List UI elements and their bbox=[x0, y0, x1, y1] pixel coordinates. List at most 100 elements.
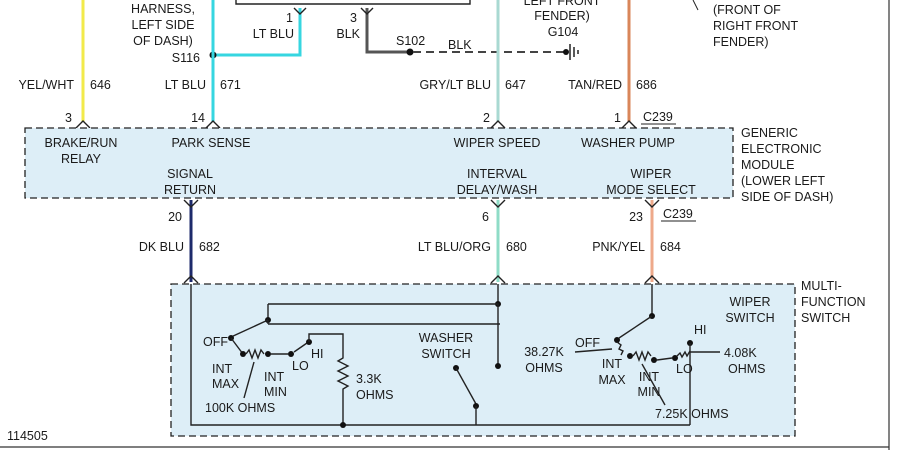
pnk-yel-color-label: PNK/YEL bbox=[592, 240, 645, 254]
blk-color-label: BLK bbox=[336, 27, 360, 41]
left-int-max-line-1: INT bbox=[212, 362, 233, 376]
splice-s102-label: S102 bbox=[396, 34, 425, 48]
lt-blu-wire-top bbox=[213, 8, 302, 57]
left-3-3k-line-1: 3.3K bbox=[356, 372, 382, 386]
lt-blu-color-label: LT BLU bbox=[253, 27, 294, 41]
left-int-max-contact bbox=[240, 351, 246, 357]
switch-title-line-2: FUNCTION bbox=[801, 295, 866, 309]
right-off-label: OFF bbox=[575, 336, 600, 350]
left-lo-label: LO bbox=[292, 359, 309, 373]
right-38k-line-2: OHMS bbox=[525, 361, 563, 375]
left-100k-label: 100K OHMS bbox=[205, 401, 275, 415]
dk-blu-switch-arrow bbox=[183, 275, 199, 284]
brake-run-line-2: RELAY bbox=[61, 152, 102, 166]
right-lo-contact bbox=[672, 355, 678, 361]
upper-component-box bbox=[235, 0, 471, 5]
right-7k-pointer bbox=[641, 363, 666, 406]
lt-blu-671-color-label: LT BLU bbox=[165, 78, 206, 92]
module-title-line-2: ELECTRONIC bbox=[741, 142, 822, 156]
wiper-switch-line-1: WIPER bbox=[730, 295, 771, 309]
lower-wires: 20 DK BLU 682 6 LT BLU/ORG 680 23 PNK/YE… bbox=[139, 199, 696, 284]
tan-red-color-label: TAN/RED bbox=[568, 78, 622, 92]
splice-s116-label: S116 bbox=[172, 51, 200, 65]
left-int-max-line-2: MAX bbox=[212, 377, 240, 391]
pnk-yel-circuit-label: 684 bbox=[660, 240, 681, 254]
right-38k-line-1: 38.27K bbox=[524, 345, 564, 359]
left-int-min-line-2: MIN bbox=[264, 385, 287, 399]
switch-title-line-1: MULTI- bbox=[801, 279, 842, 293]
upper-wires: YEL/WHT 646 3 LT BLU 671 14 GRY/LT BLU 6… bbox=[18, 0, 676, 129]
module-title-line-1: GENERIC bbox=[741, 126, 798, 140]
right-off-contact bbox=[614, 337, 620, 343]
tan-red-circuit-label: 686 bbox=[636, 78, 657, 92]
right-7k-label: 7.25K OHMS bbox=[655, 407, 729, 421]
ground-id-label: G104 bbox=[548, 25, 579, 39]
harness-note-line-3: OF DASH) bbox=[133, 34, 193, 48]
harness-note-line-2: LEFT SIDE bbox=[132, 18, 195, 32]
lt-blu-org-circuit-label: 680 bbox=[506, 240, 527, 254]
splice-s102-dot bbox=[406, 48, 414, 56]
right-4k-line-1: 4.08K bbox=[724, 346, 757, 360]
left-off-link bbox=[230, 337, 244, 355]
right-4k-line-2: OHMS bbox=[728, 362, 766, 376]
interval-top-bus bbox=[268, 303, 499, 366]
gry-lt-blu-pin-label: 2 bbox=[483, 111, 490, 125]
signal-return-line-1: SIGNAL bbox=[167, 167, 213, 181]
multi-function-switch: MULTI- FUNCTION SWITCH OFF INT MAX INT M… bbox=[170, 279, 866, 437]
left-int-min-contact bbox=[265, 351, 271, 357]
washer-switch-line-1: WASHER bbox=[419, 331, 473, 345]
yel-wht-color-label: YEL/WHT bbox=[18, 78, 74, 92]
left-100k-resistor bbox=[245, 348, 265, 360]
connector-c239-top: C239 bbox=[643, 110, 673, 124]
yel-wht-circuit-label: 646 bbox=[90, 78, 111, 92]
gry-lt-blu-color-label: GRY/LT BLU bbox=[419, 78, 491, 92]
right-hi-label: HI bbox=[694, 323, 707, 337]
pnk-yel-switch-arrow bbox=[644, 275, 660, 284]
left-int-min-line-1: INT bbox=[264, 370, 285, 384]
pin-1-arrow bbox=[293, 7, 307, 15]
left-lo-contact bbox=[288, 351, 294, 357]
pin-14-connector-arrow bbox=[205, 120, 221, 129]
right-4k-resistor bbox=[676, 350, 691, 359]
lt-blu-pin-label: 1 bbox=[286, 11, 293, 25]
switch-title-line-3: SWITCH bbox=[801, 311, 850, 325]
pin-6-arrow bbox=[490, 199, 506, 208]
left-bus-junction bbox=[340, 422, 346, 428]
gry-lt-blu-circuit-label: 647 bbox=[505, 78, 526, 92]
generic-electronic-module: BRAKE/RUN RELAY PARK SENSE WIPER SPEED W… bbox=[24, 126, 833, 204]
tan-red-pin-label: 1 bbox=[614, 111, 621, 125]
lt-blu-org-color-label: LT BLU/ORG bbox=[418, 240, 491, 254]
wiper-mode-line-2: MODE SELECT bbox=[606, 183, 696, 197]
wiper-switch-line-2: SWITCH bbox=[725, 311, 774, 325]
left-hi-link bbox=[293, 342, 308, 353]
park-sense-label: PARK SENSE bbox=[172, 136, 251, 150]
left-off-label: OFF bbox=[203, 335, 228, 349]
right-int-max-line-2: MAX bbox=[598, 373, 626, 387]
pin-1-connector-arrow bbox=[621, 120, 637, 129]
pin-23-arrow bbox=[644, 199, 660, 208]
right-38k-resistor bbox=[616, 341, 624, 356]
washer-blade bbox=[455, 367, 477, 405]
right-int-min-contact bbox=[651, 357, 657, 363]
brake-run-line-1: BRAKE/RUN bbox=[45, 136, 118, 150]
blk-wire-top bbox=[365, 8, 410, 54]
right-note-line-2: RIGHT FRONT bbox=[713, 19, 799, 33]
ground-symbol bbox=[569, 44, 579, 60]
blk-pin-label: 3 bbox=[350, 11, 357, 25]
left-100k-pointer bbox=[243, 361, 255, 399]
connector-c239-bottom: C239 bbox=[663, 207, 693, 221]
lt-blu-org-pin-label: 6 bbox=[482, 210, 489, 224]
right-note-line-1: (FRONT OF bbox=[713, 3, 781, 17]
right-switch-blade bbox=[618, 315, 653, 339]
lt-blu-671-circuit-label: 671 bbox=[220, 78, 241, 92]
right-int-min-line-2: MIN bbox=[638, 385, 661, 399]
right-int-resistor bbox=[632, 350, 652, 362]
module-title-line-5: SIDE OF DASH) bbox=[741, 190, 833, 204]
left-hi-label: HI bbox=[311, 347, 324, 361]
yel-wht-pin-label: 3 bbox=[65, 111, 72, 125]
top-section: HARNESS, LEFT SIDE OF DASH) 1 LT BLU 3 B… bbox=[131, 0, 799, 65]
signal-return-bus bbox=[190, 284, 690, 426]
lt-blu-org-switch-arrow bbox=[490, 275, 506, 284]
right-38k-pointer bbox=[574, 348, 613, 353]
